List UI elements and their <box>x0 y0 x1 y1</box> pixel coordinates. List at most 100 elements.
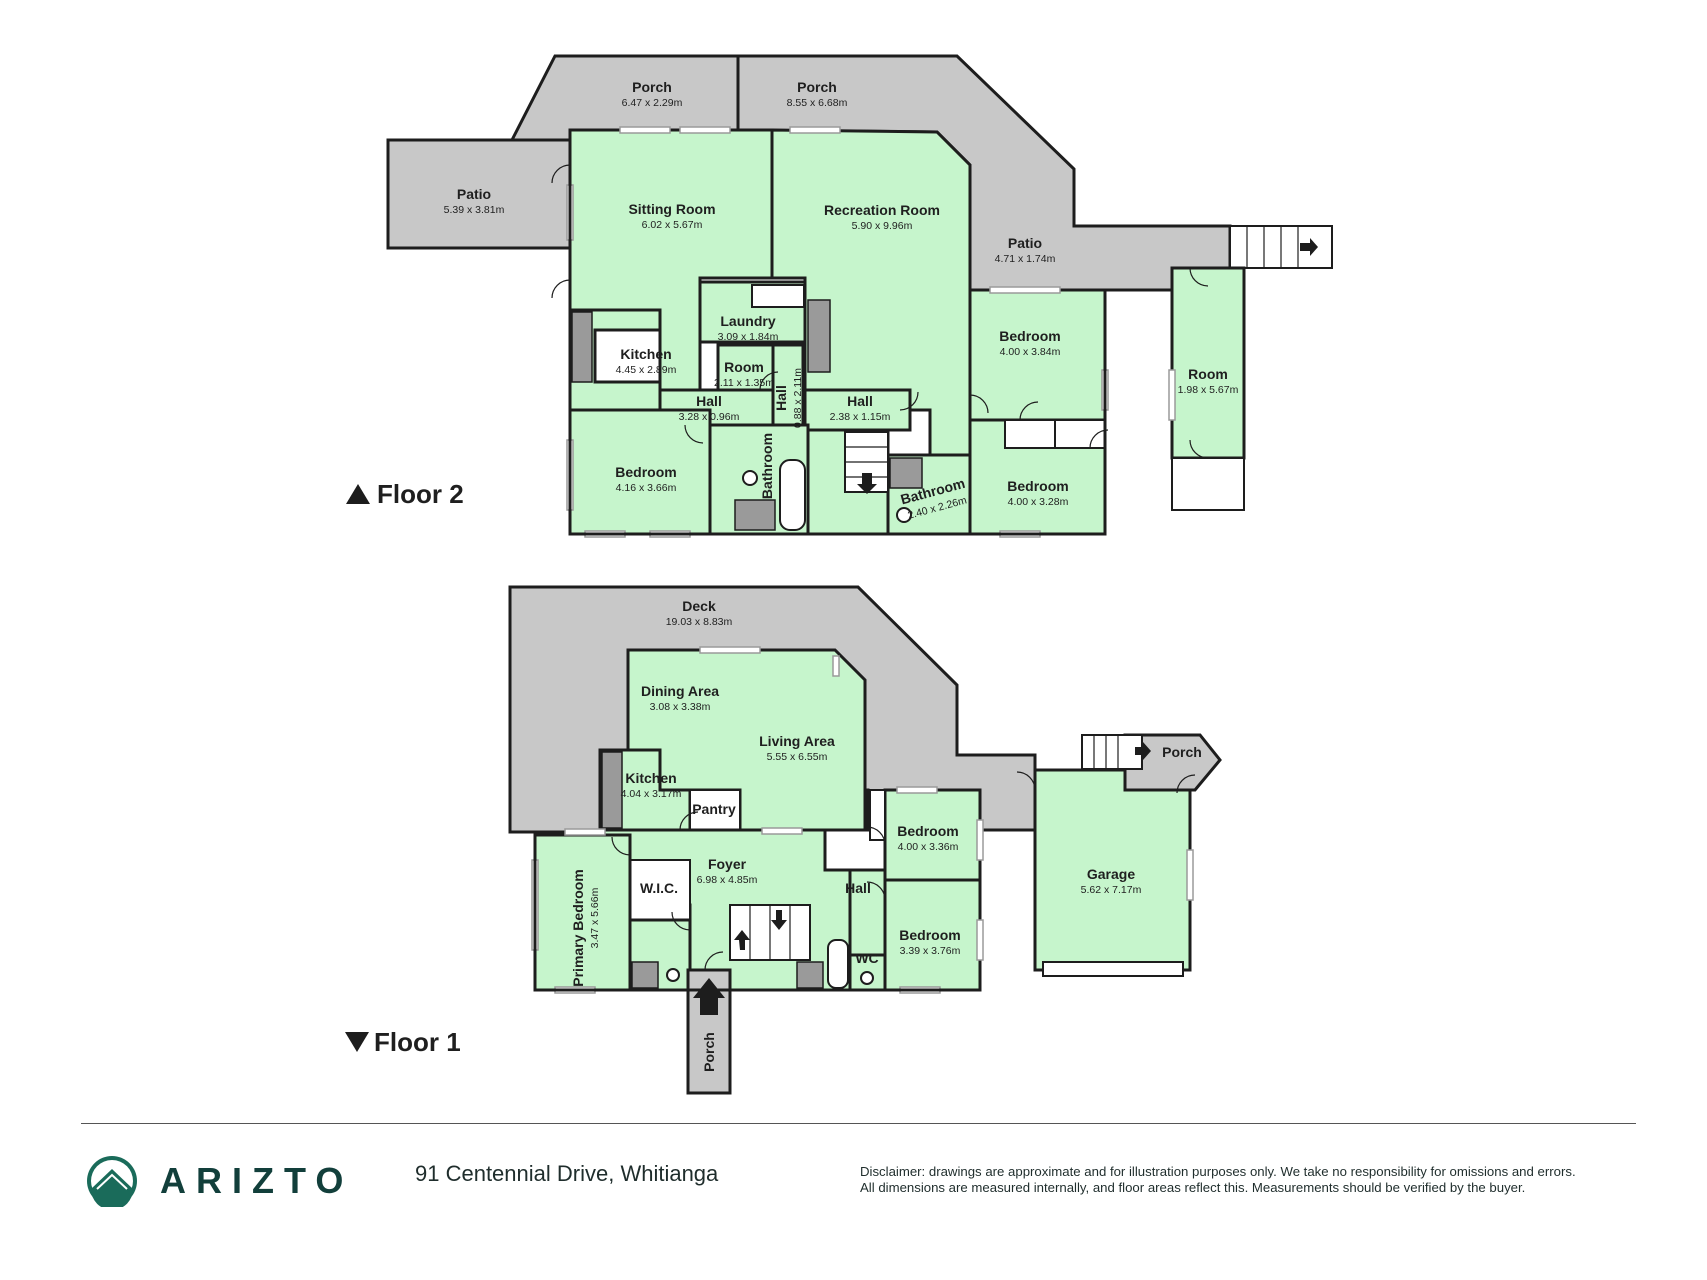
floor2-room-name-1: Porch <box>632 79 672 95</box>
floor1-room-dims-4: 4.04 x 3.17m <box>621 788 682 800</box>
floor1-shower-b <box>796 961 824 989</box>
floor2-room-dims-11: 1.98 x 5.67m <box>1178 384 1239 396</box>
floor1-shower <box>631 961 659 989</box>
floor2-closet-a <box>1004 419 1056 449</box>
floor1-room-dims-13: 3.39 x 3.76m <box>900 945 961 957</box>
floor1-stair-arrow-icon <box>1135 742 1151 760</box>
floor2-stair-arrow-icon <box>1300 238 1318 256</box>
floor1-room-dims-11: 3.47 x 5.66m <box>589 887 601 948</box>
floor2-room-name-4: Sitting Room <box>628 201 715 217</box>
floor2-shower-b <box>889 457 923 489</box>
floor2-room-dims-3: 5.39 x 3.81m <box>444 204 505 216</box>
floor1-room-name-9: Foyer <box>708 856 747 872</box>
disclaimer-line-1: Disclaimer: drawings are approximate and… <box>860 1164 1576 1179</box>
floor1-room-name-1: Deck <box>682 598 716 614</box>
triangle-down-icon <box>345 1032 369 1052</box>
floor1-toilet-wc <box>860 971 874 985</box>
floor1-bathtub <box>827 939 849 989</box>
floor1-stair-down-arrow-icon <box>771 910 787 930</box>
floor2-room-name-3: Patio <box>457 186 491 202</box>
floor1-garage-door <box>1042 961 1184 977</box>
floor1-room-name-7: Bedroom <box>897 823 958 839</box>
floor2-room-annex <box>1170 266 1246 460</box>
floor2-room-dims-15: 4.16 x 3.66m <box>616 482 677 494</box>
floor1-hall <box>848 868 887 957</box>
floor1-toilet <box>666 968 680 982</box>
floor1-room-name-3: Living Area <box>759 733 835 749</box>
floor1-room-dims-2: 3.08 x 3.38m <box>650 701 711 713</box>
floor1-room-name-14: WC <box>855 950 878 966</box>
floor2-room-name-11: Room <box>1188 366 1228 382</box>
floor1-room-dims-1: 19.03 x 8.83m <box>666 616 733 628</box>
floor2-shower <box>734 499 776 531</box>
floor2-toilet <box>742 470 758 486</box>
brand-name: ARIZTO <box>160 1160 354 1201</box>
footer-divider <box>81 1123 1636 1124</box>
floor2-room-dims-18: 4.00 x 3.28m <box>1008 496 1069 508</box>
floor2-room-dims-8: 4.45 x 2.89m <box>616 364 677 376</box>
floor2-room-dims-12: 3.28 x 0.96m <box>679 411 740 423</box>
disclaimer-text: Disclaimer: drawings are approximate and… <box>860 1164 1640 1196</box>
floor2-room-name-10: Bedroom <box>999 328 1060 344</box>
floor1-room-name-12: Hall <box>845 880 871 896</box>
floor2-hall-b <box>771 343 805 427</box>
floor1-room-name-2: Dining Area <box>641 683 719 699</box>
floor2-bedroom-ne <box>968 288 1107 422</box>
triangle-up-icon <box>346 484 370 504</box>
floor1-pantry <box>689 789 741 831</box>
floor2-room-name-5: Recreation Room <box>824 202 940 218</box>
floor1-label: Floor 1 <box>374 1027 461 1057</box>
mountain-circle-icon <box>87 1156 137 1207</box>
floor1-entry-arrow-icon <box>693 978 725 1015</box>
floor2-room-name-16: Bathroom <box>759 433 775 499</box>
floor2-room-dims-7: 3.09 x 1.84m <box>718 331 779 343</box>
floor2-room-name-8: Kitchen <box>620 346 671 362</box>
floor2-toilet-b <box>896 507 912 523</box>
floor2-room-name-12: Hall <box>696 393 722 409</box>
floor2-annex-closet <box>1171 457 1245 511</box>
floor1-hall-closet <box>869 789 886 841</box>
floor1-room-dims-3: 5.55 x 6.55m <box>767 751 828 763</box>
floor1-room-dims-9: 6.98 x 4.85m <box>697 874 758 886</box>
floor2-label: Floor 2 <box>377 479 464 509</box>
floor1-room-name-13: Bedroom <box>899 927 960 943</box>
floor1-room-name-11: Primary Bedroom <box>570 869 586 986</box>
floor2-kitchen-bench <box>571 311 593 383</box>
floor2-room-dims-13: 0.88 x 2.11m <box>792 368 804 428</box>
floor2-closet-c <box>751 284 805 308</box>
floor1-room-name-4: Kitchen <box>625 770 676 786</box>
floor2-bedroom-west <box>568 408 712 536</box>
floor2-room-name-13: Hall <box>773 385 789 411</box>
floor2-room-name-2: Porch <box>797 79 837 95</box>
floor2-room-name-14: Hall <box>847 393 873 409</box>
floor-1-plan: Deck 19.03 x 8.83m Dining Area 3.08 x 3.… <box>345 585 1222 1095</box>
floor2-laundry-bench <box>807 299 831 373</box>
floor1-room-name-8: Garage <box>1087 866 1135 882</box>
floor1-room-name-6: Porch <box>1162 744 1202 760</box>
floor2-room-dims-1: 6.47 x 2.29m <box>622 97 683 109</box>
floor2-down-arrow-icon <box>857 473 877 494</box>
floor1-exterior-stairs <box>1081 734 1143 770</box>
floor2-room-name-15: Bedroom <box>615 464 676 480</box>
floor1-room-dims-7: 4.00 x 3.36m <box>898 841 959 853</box>
floor2-room-dims-10: 4.00 x 3.84m <box>1000 346 1061 358</box>
floor2-room-dims-4: 6.02 x 5.67m <box>642 219 703 231</box>
disclaimer-line-2: All dimensions are measured internally, … <box>860 1180 1526 1195</box>
floor2-room-name-7: Laundry <box>720 313 775 329</box>
floor1-room-dims-8: 5.62 x 7.17m <box>1081 884 1142 896</box>
floor2-room-name-6: Patio <box>1008 235 1042 251</box>
floor2-hall-c <box>803 388 912 432</box>
floor1-room-name-5: Pantry <box>692 801 736 817</box>
brand-block: ARIZTO <box>86 1155 353 1207</box>
floor2-room-dims-14: 2.38 x 1.15m <box>830 411 891 423</box>
floor1-kitchen-bench <box>601 751 623 829</box>
floor1-primary-bedroom <box>533 833 632 992</box>
floor2-room-dims-6: 4.71 x 1.74m <box>995 253 1056 265</box>
floor2-room-dims-5: 5.90 x 9.96m <box>852 220 913 232</box>
floor2-bathtub <box>779 459 806 531</box>
property-address: 91 Centennial Drive, Whitianga <box>415 1161 719 1186</box>
floor2-room-name-18: Bedroom <box>1007 478 1068 494</box>
floor2-room-name-9: Room <box>724 359 764 375</box>
floor-2-plan: Porch 6.47 x 2.29m Porch 8.55 x 6.68m Pa… <box>346 54 1333 538</box>
